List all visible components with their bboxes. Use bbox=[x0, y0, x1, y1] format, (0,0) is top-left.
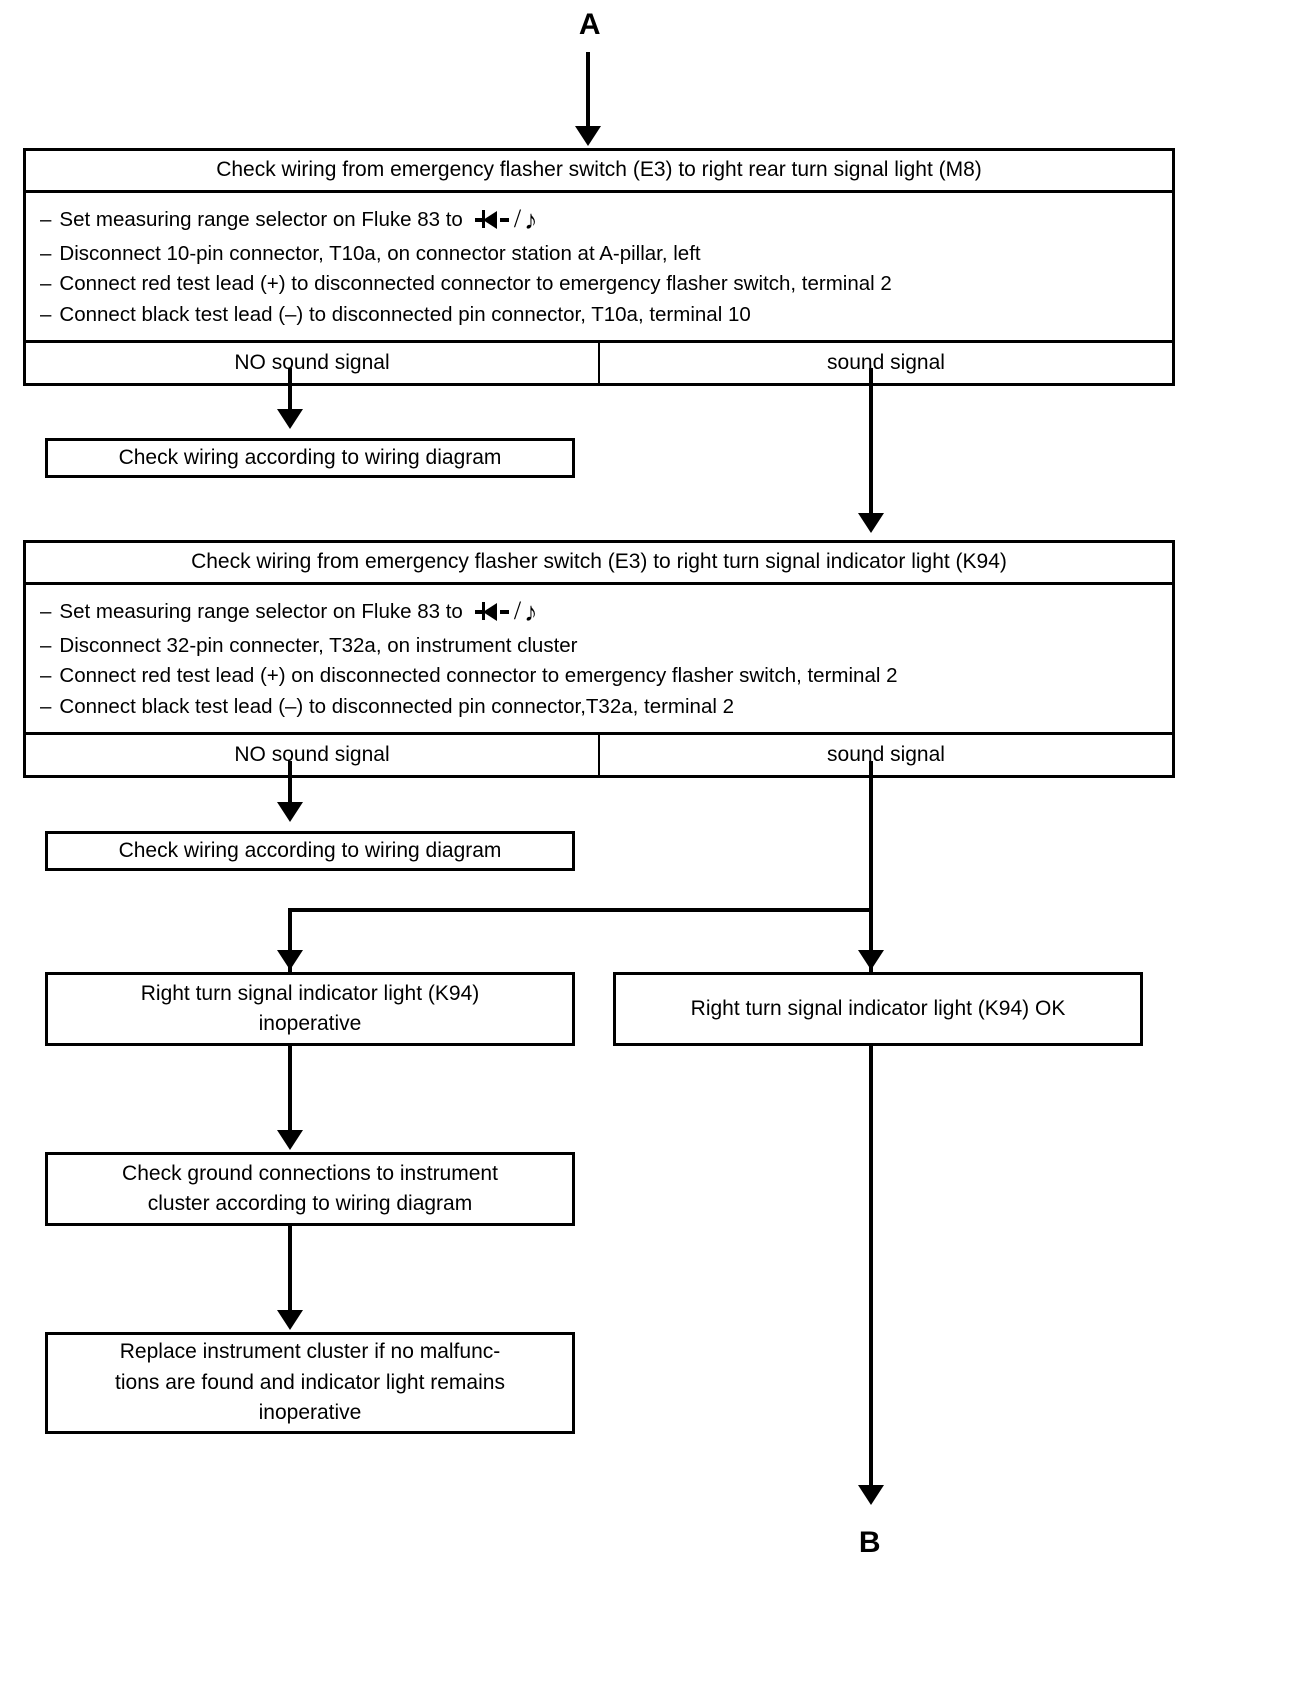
replace-cluster-line-1: Replace instrument cluster if no malfunc… bbox=[119, 1340, 501, 1364]
arrow-check1-no-line bbox=[288, 368, 292, 410]
result-sound-signal: sound signal bbox=[827, 350, 945, 374]
step-text: Connect black test lead (–) to disconnec… bbox=[59, 302, 751, 326]
check-block-2: Check wiring from emergency flasher swit… bbox=[23, 540, 1175, 778]
arrow-ground-to-replace-line bbox=[288, 1226, 292, 1326]
check-block-1-steps: – Set measuring range selector on Fluke … bbox=[26, 193, 1172, 340]
connector-label-b: B bbox=[858, 1526, 882, 1559]
step-text: Connect black test lead (–) to disconnec… bbox=[59, 694, 735, 718]
replace-cluster-box: Replace instrument cluster if no malfunc… bbox=[45, 1332, 575, 1434]
check-block-2-title: Check wiring from emergency flasher swit… bbox=[26, 543, 1172, 586]
step-text: Set measuring range selector on Fluke 83… bbox=[59, 208, 463, 232]
arrow-k94-to-ground-line bbox=[288, 1046, 292, 1146]
step-text: Connect red test lead (+) on disconnecte… bbox=[59, 664, 898, 688]
arrow-k94ok-to-b-line bbox=[869, 1046, 873, 1489]
k94-ok-label: Right turn signal indicator light (K94) … bbox=[690, 996, 1066, 1020]
check-block-2-steps: – Set measuring range selector on Fluke … bbox=[26, 585, 1172, 732]
arrow-check2-yes-head bbox=[858, 950, 884, 970]
wiring-diagram-box-1-label: Check wiring according to wiring diagram bbox=[118, 445, 502, 469]
step-item: – Set measuring range selector on Fluke … bbox=[40, 593, 1172, 631]
arrow-k94ok-to-b-head bbox=[858, 1485, 884, 1505]
result-sound-signal: sound signal bbox=[827, 742, 945, 766]
ground-check-line-1: Check ground connections to instrument bbox=[122, 1161, 498, 1185]
arrow-check2-no-line bbox=[288, 761, 292, 803]
arrow-a-to-check1-head bbox=[575, 126, 601, 146]
arrow-check1-yes-head bbox=[858, 513, 884, 533]
ground-check-label: Check ground connections to instrument c… bbox=[102, 1159, 518, 1220]
replace-cluster-line-3: inoperative bbox=[258, 1401, 362, 1425]
step-item: – Disconnect 10-pin connector, T10a, on … bbox=[40, 239, 1172, 269]
k94-inoperative-box: Right turn signal indicator light (K94) … bbox=[45, 972, 575, 1046]
step-dash: – bbox=[40, 664, 52, 688]
step-text: Connect red test lead (+) to disconnecte… bbox=[59, 272, 892, 296]
step-item: – Connect red test lead (+) on disconnec… bbox=[40, 661, 1172, 691]
arrow-a-to-check1-line bbox=[586, 52, 590, 127]
arrow-check1-no-head bbox=[277, 409, 303, 429]
k94-ok-box: Right turn signal indicator light (K94) … bbox=[613, 972, 1143, 1046]
step-item: – Set measuring range selector on Fluke … bbox=[40, 201, 1172, 239]
step-dash: – bbox=[40, 242, 52, 266]
replace-cluster-line-2: tions are found and indicator light rema… bbox=[115, 1370, 505, 1394]
step-text: Disconnect 10-pin connector, T10a, on co… bbox=[59, 242, 701, 266]
step-dash: – bbox=[40, 208, 52, 232]
step-item: – Connect black test lead (–) to disconn… bbox=[40, 300, 1172, 330]
branch-left-drop-head bbox=[277, 950, 303, 970]
step-item: – Disconnect 32-pin connecter, T32a, on … bbox=[40, 631, 1172, 661]
step-dash: – bbox=[40, 634, 52, 658]
k94-inoperative-label: Right turn signal indicator light (K94) … bbox=[121, 979, 500, 1040]
beep-note-icon: ♪ bbox=[524, 204, 538, 235]
check-block-2-results: NO sound signal sound signal bbox=[26, 731, 1172, 775]
wiring-diagram-box-2-label: Check wiring according to wiring diagram bbox=[118, 838, 502, 862]
branch-left-drop-line bbox=[288, 908, 292, 972]
ground-check-box: Check ground connections to instrument c… bbox=[45, 1152, 575, 1226]
ground-check-line-2: cluster according to wiring diagram bbox=[147, 1192, 473, 1215]
step-dash: – bbox=[40, 694, 52, 718]
arrow-check2-no-head bbox=[277, 802, 303, 822]
wiring-diagram-box-2: Check wiring according to wiring diagram bbox=[45, 831, 575, 871]
step-dash: – bbox=[40, 600, 52, 624]
beep-note-icon: ♪ bbox=[524, 596, 538, 627]
step-text: Set measuring range selector on Fluke 83… bbox=[59, 600, 463, 624]
branch-horizontal-line bbox=[288, 908, 871, 912]
diode-continuity-icon: / ♪ bbox=[474, 592, 538, 630]
arrow-ground-to-replace-head bbox=[277, 1310, 303, 1330]
slash-separator: / bbox=[513, 596, 522, 626]
result-no-sound-signal: NO sound signal bbox=[26, 734, 600, 775]
diode-continuity-icon: / ♪ bbox=[474, 200, 538, 238]
arrow-check1-yes-line bbox=[869, 368, 873, 515]
result-no-sound-signal: NO sound signal bbox=[26, 342, 600, 383]
k94-inoperative-line-1: Right turn signal indicator light (K94) bbox=[140, 981, 480, 1005]
wiring-diagram-box-1: Check wiring according to wiring diagram bbox=[45, 438, 575, 478]
check-block-1: Check wiring from emergency flasher swit… bbox=[23, 148, 1175, 386]
check-block-1-title: Check wiring from emergency flasher swit… bbox=[26, 151, 1172, 194]
arrow-k94-to-ground-head bbox=[277, 1130, 303, 1150]
k94-inoperative-line-2: inoperative bbox=[258, 1012, 362, 1035]
step-item: – Connect red test lead (+) to disconnec… bbox=[40, 269, 1172, 299]
step-dash: – bbox=[40, 302, 52, 326]
diode-icon bbox=[474, 601, 509, 622]
replace-cluster-label: Replace instrument cluster if no malfunc… bbox=[95, 1337, 525, 1428]
arrow-check2-yes-line bbox=[869, 761, 873, 972]
diode-icon bbox=[474, 209, 509, 230]
step-text: Disconnect 32-pin connecter, T32a, on in… bbox=[59, 634, 578, 658]
step-dash: – bbox=[40, 272, 52, 296]
check-block-1-results: NO sound signal sound signal bbox=[26, 339, 1172, 383]
connector-label-a: A bbox=[578, 8, 602, 41]
step-item: – Connect black test lead (–) to disconn… bbox=[40, 692, 1172, 722]
slash-separator: / bbox=[513, 204, 522, 234]
